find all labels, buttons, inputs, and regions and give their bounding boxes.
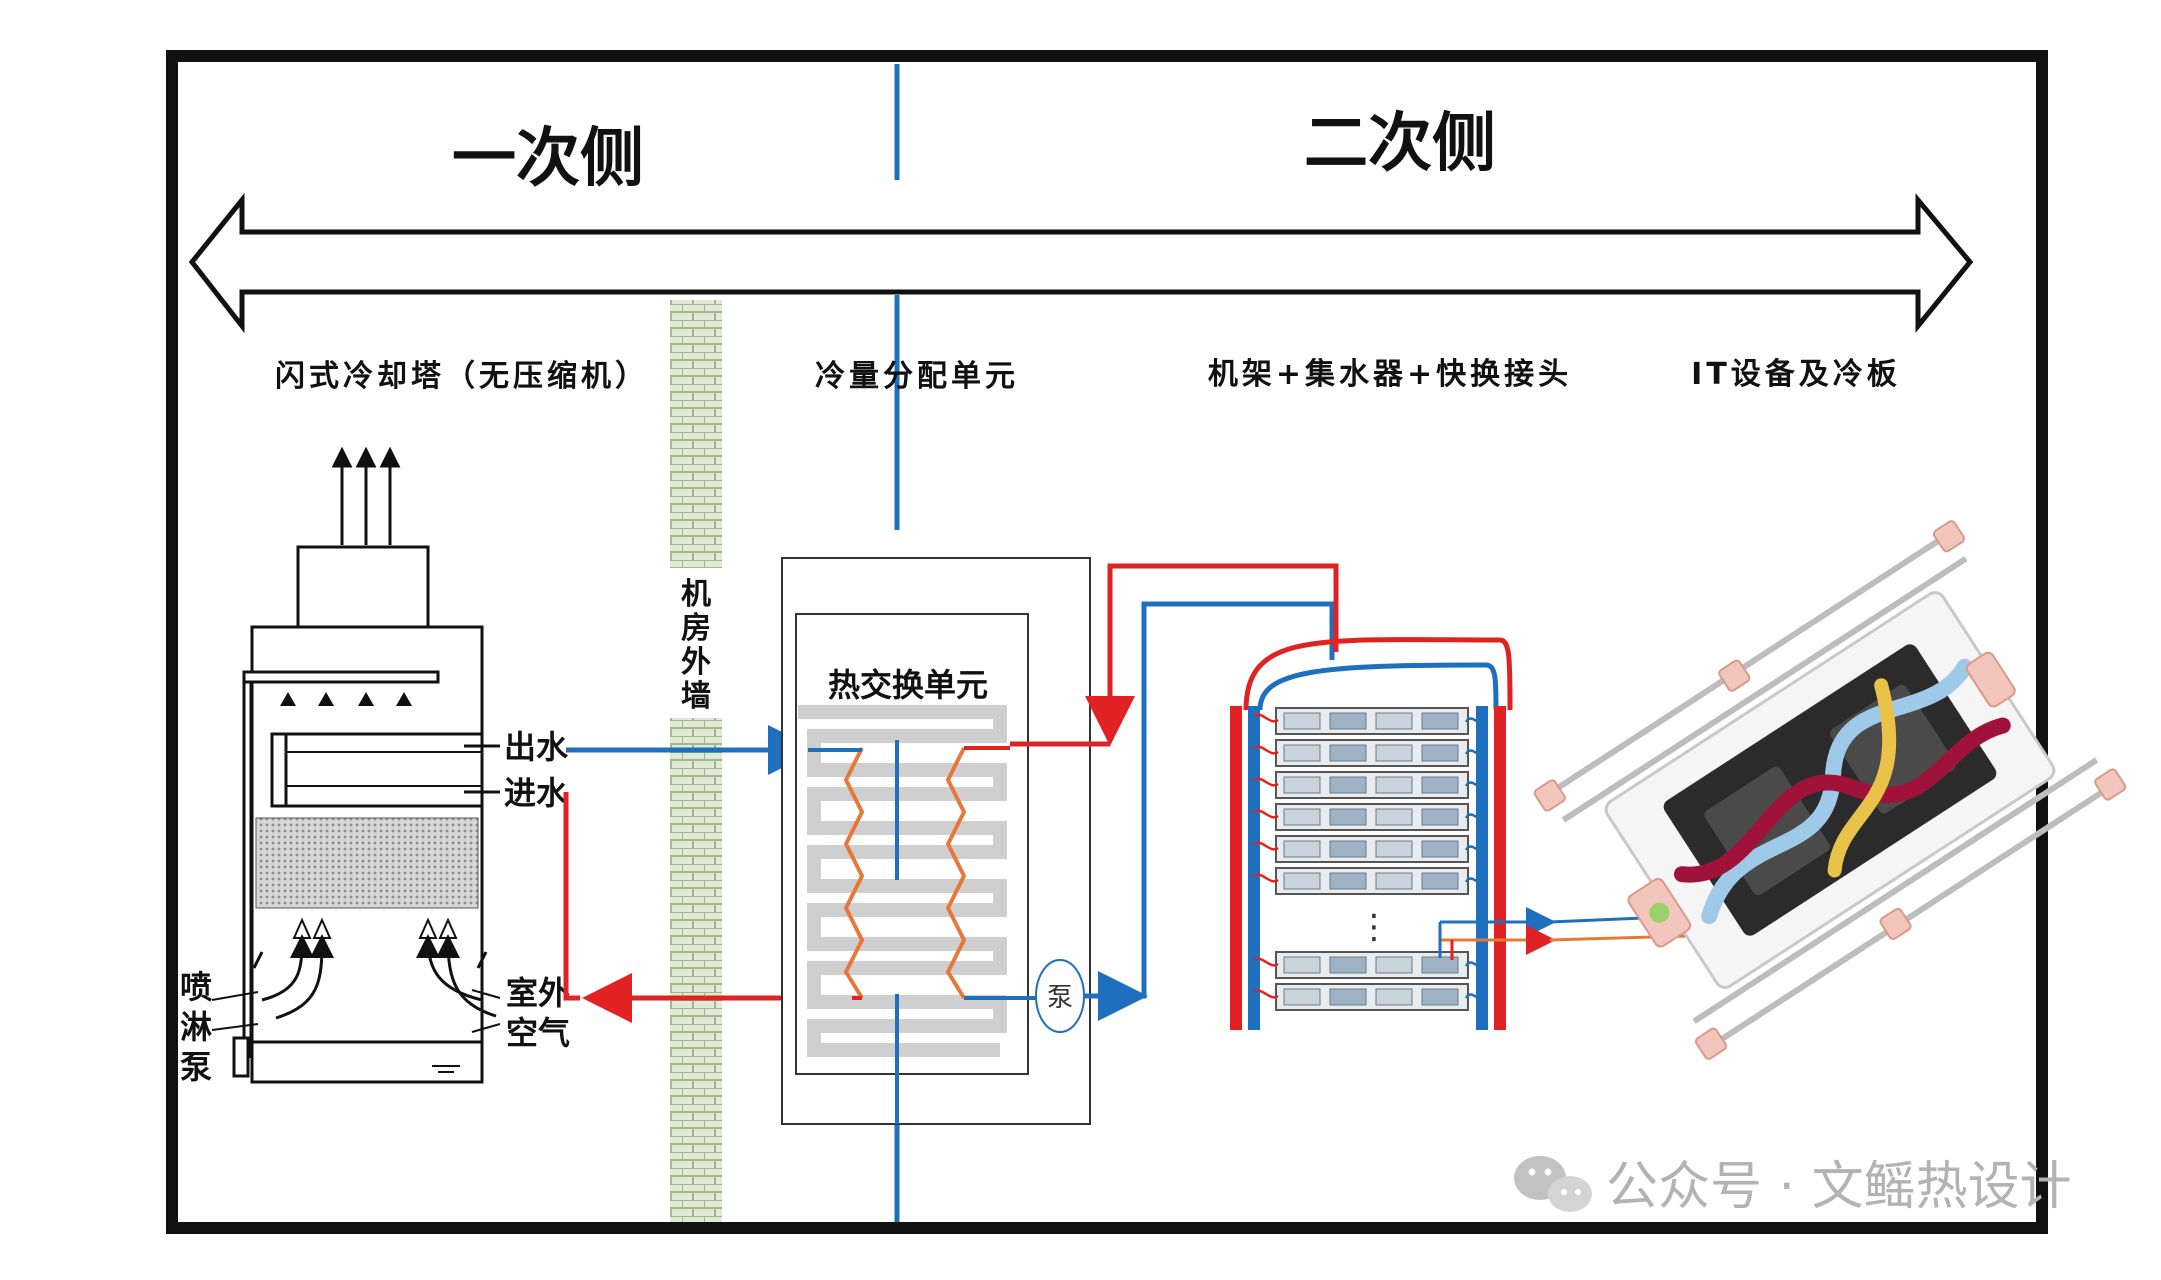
- secondary-return-pipe: [1107, 563, 1339, 720]
- watermark: 公众号 · 文鳐热设计: [1514, 1156, 2072, 1217]
- secondary-side-title: 二次侧: [1304, 107, 1496, 181]
- water-out-label: 出水: [504, 728, 569, 766]
- water-basin: [250, 1040, 484, 1084]
- hx-coil-left: [843, 747, 865, 1000]
- server-units: [1253, 707, 1484, 1011]
- cooling-tower: [211, 446, 501, 1084]
- air-intake-arrows-icon: [252, 934, 497, 1020]
- section-label-it: IT设备及冷板: [1691, 357, 1901, 392]
- return-manifold-left: [1230, 706, 1242, 1030]
- server-unit: [1253, 983, 1484, 1011]
- primary-side-title: 一次侧: [452, 122, 644, 196]
- tower-coil: [270, 732, 484, 808]
- wall-label-1: 机: [681, 577, 711, 612]
- double-arrow: [188, 192, 1974, 334]
- fill-media: [255, 817, 479, 909]
- supply-manifold-right: [1476, 706, 1488, 1030]
- section-label-rack: 机架+集水器+快换接头: [1208, 357, 1572, 392]
- wall-label-2: 房: [681, 611, 711, 646]
- supply-manifold-left: [1248, 706, 1260, 1030]
- heat-exchanger-plates: [798, 705, 1007, 1057]
- wall-label-backdrop: [668, 568, 724, 718]
- section-label-cdu: 冷量分配单元: [815, 359, 1019, 394]
- server-unit: [1253, 835, 1484, 863]
- spray-pump-body: [232, 1036, 250, 1078]
- wall-label-3: 外: [681, 645, 711, 680]
- water-in-label: 进水: [504, 774, 569, 812]
- section-label-cooling-tower: 闪式冷却塔（无压缩机）: [275, 359, 649, 394]
- wechat-icon: [1514, 1156, 1592, 1212]
- wall-label-4: 墙: [681, 679, 711, 714]
- fan-housing: [296, 545, 430, 629]
- spray-nozzle-icons: [280, 692, 412, 706]
- heat-exchanger-label: 热交换单元: [828, 666, 988, 704]
- server-unit: [1253, 867, 1484, 895]
- return-manifold-right: [1494, 706, 1506, 1030]
- machine-room-wall: [670, 300, 722, 1222]
- spray-pump-label-3: 泵: [180, 1048, 212, 1086]
- outdoor-air-label-1: 室外: [506, 974, 570, 1012]
- server-unit: [1253, 951, 1484, 979]
- outdoor-air-label-2: 空气: [506, 1014, 570, 1052]
- spray-header: [242, 670, 440, 684]
- server-rack: [1230, 637, 1513, 1030]
- it-cold-plate-assembly: [1533, 520, 2127, 1060]
- outer-frame: [166, 50, 2048, 1234]
- server-unit: [1253, 803, 1484, 831]
- hx-coil-right: [945, 747, 967, 1000]
- hx-label-backdrop: [838, 664, 978, 704]
- primary-return-pipe-riser: [563, 792, 580, 1001]
- server-unit: [1253, 771, 1484, 799]
- rack-ellipsis: ⋮: [1357, 907, 1391, 947]
- cdu-unit: [781, 557, 1091, 1125]
- spray-pump-label-1: 喷: [180, 968, 212, 1006]
- server-unit: [1253, 707, 1484, 735]
- secondary-supply-pipe: [1138, 601, 1335, 999]
- leader-lines: [211, 989, 501, 1033]
- server-unit: [1253, 739, 1484, 767]
- pump-label: 泵: [1047, 983, 1073, 1013]
- exhaust-arrows-icon: [331, 446, 401, 545]
- watermark-text: 公众号 · 文鳐热设计: [1606, 1157, 2072, 1217]
- spray-pump-label-2: 淋: [180, 1008, 212, 1046]
